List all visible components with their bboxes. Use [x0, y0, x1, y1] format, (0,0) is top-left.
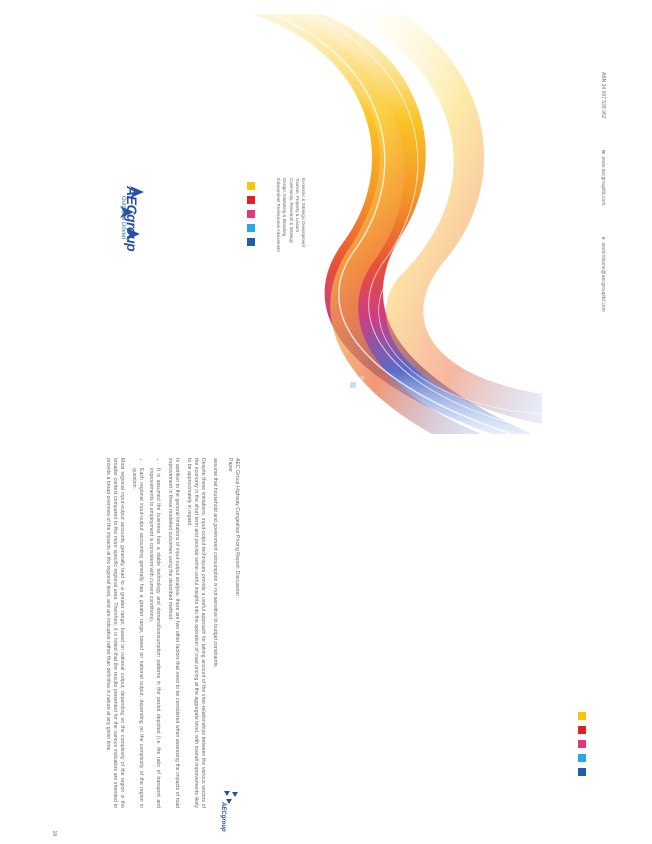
services-list: Economic & Strategic Development Tourism… [275, 178, 306, 252]
color-square-cyan [247, 224, 255, 232]
bullet-list: It is assumed the business has a stable … [130, 458, 161, 808]
color-square-pink [247, 210, 255, 218]
page-body: assume that household and government con… [99, 458, 218, 808]
header-line-1: AEC Group Highway Congestion Pricing Rep… [234, 458, 240, 596]
contact-line: ABN 34 097 528 962 w www.aecgroupltd.com… [600, 72, 606, 342]
text-page: AEC Group Highway Congestion Pricing Rep… [50, 458, 240, 838]
color-square-pink [578, 740, 586, 748]
service-item: Economic & Strategic Development [301, 178, 306, 248]
color-squares-cover [247, 182, 257, 252]
chevrons-icon [224, 791, 238, 804]
color-square-red [247, 196, 255, 204]
color-square-yellow [247, 182, 255, 190]
brand-block: AECgroup Outcome Driven [120, 186, 140, 251]
header-line-2: Paper [227, 458, 233, 472]
color-square-blue [578, 768, 586, 776]
color-square-red [578, 726, 586, 734]
email-prefix: e [600, 236, 606, 240]
paragraph-1: assume that household and government con… [212, 458, 218, 668]
contact-email[interactable]: e aecbrisbane@aecgroupltd.com [600, 237, 606, 312]
small-logo-text: AECgroup [220, 802, 226, 832]
service-item: Independent Professional Advisement [276, 178, 282, 252]
email-address: aecbrisbane@aecgroupltd.com [600, 242, 606, 312]
bullet-item-2: Each regional input-output accounting ge… [130, 468, 144, 808]
service-item: Tourism, Property & Leisure [294, 178, 300, 233]
page-number: 18 [51, 830, 57, 836]
contact-abn: ABN 34 097 528 962 [600, 72, 606, 119]
small-logo: AECgroup [214, 788, 240, 832]
web-prefix: w [600, 149, 606, 154]
color-square-cyan [578, 754, 586, 762]
cover-swoosh-artwork [252, 14, 542, 434]
color-square-yellow [578, 712, 586, 720]
paragraph-2: Despite these limitations, input-output … [186, 458, 206, 808]
web-address: www.aecgroupltd.com [600, 156, 606, 206]
brand-name: AECgroup [124, 186, 140, 252]
paragraph-3: In addition to the general limitations o… [167, 458, 180, 808]
service-item: Community, Research & Strategy [288, 178, 294, 243]
aec-logo-chevrons-icon [120, 186, 144, 240]
bullet-item-1: It is assumed the business has a stable … [147, 468, 161, 808]
page-header: AEC Group Highway Congestion Pricing Rep… [226, 458, 240, 758]
closing-paragraph: Most regional input-output accounts gene… [105, 458, 125, 808]
contact-web[interactable]: w www.aecgroupltd.com [600, 150, 606, 206]
color-square-blue [247, 238, 255, 246]
color-squares-left [578, 712, 588, 782]
